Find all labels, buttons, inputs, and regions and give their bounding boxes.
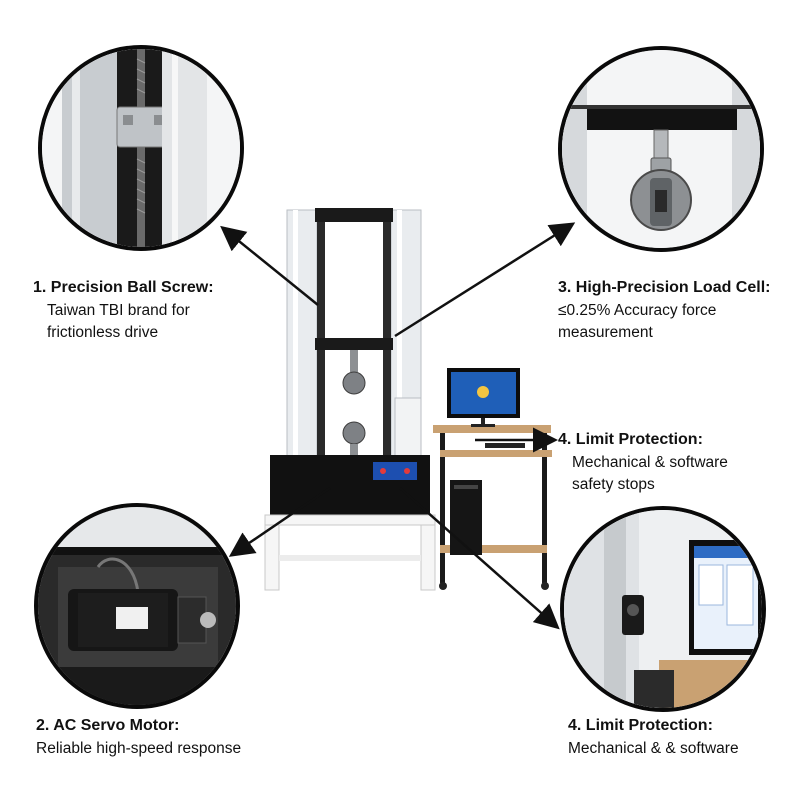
callout-title: 2. AC Servo Motor: bbox=[36, 717, 180, 734]
ball-screw-closeup bbox=[38, 45, 244, 251]
callout-servo-motor: 2. AC Servo Motor: Reliable high-speed r… bbox=[36, 716, 241, 760]
callout-load-cell: 3. High-Precision Load Cell: ≤0.25% Accu… bbox=[558, 278, 770, 344]
callout-title: 4. Limit Protection: bbox=[558, 431, 703, 448]
arrow-load-cell bbox=[394, 222, 576, 338]
load-cell-closeup bbox=[558, 46, 764, 252]
arrow-servo-motor bbox=[228, 486, 331, 557]
callout-line: Mechanical & & software bbox=[568, 740, 739, 757]
callout-title: 4. Limit Protection: bbox=[568, 717, 713, 734]
callout-line: ≤0.25% Accuracy force bbox=[558, 302, 717, 319]
arrow-ball-screw bbox=[220, 225, 319, 306]
callout-line: Reliable high-speed response bbox=[36, 740, 242, 757]
callout-limit-protection-bottom: 4. Limit Protection: Mechanical & & soft… bbox=[568, 716, 739, 760]
callout-ball-screw: 1. Precision Ball Screw: Taiwan TBI bran… bbox=[33, 278, 214, 344]
callout-line: Taiwan TBI brand for bbox=[47, 302, 190, 319]
callout-line: measurement bbox=[558, 324, 653, 341]
callout-title: 1. Precision Ball Screw: bbox=[33, 279, 214, 296]
callout-line: frictionless drive bbox=[47, 324, 159, 341]
arrow-limit-protection-bottom bbox=[399, 487, 560, 630]
callout-limit-protection-top: 4. Limit Protection: Mechanical & softwa… bbox=[558, 430, 728, 496]
callout-line: Mechanical & software bbox=[572, 454, 728, 471]
callout-title: 3. High-Precision Load Cell: bbox=[558, 279, 771, 296]
callout-line: safety stops bbox=[572, 476, 655, 493]
limit-protection-closeup bbox=[560, 506, 766, 712]
